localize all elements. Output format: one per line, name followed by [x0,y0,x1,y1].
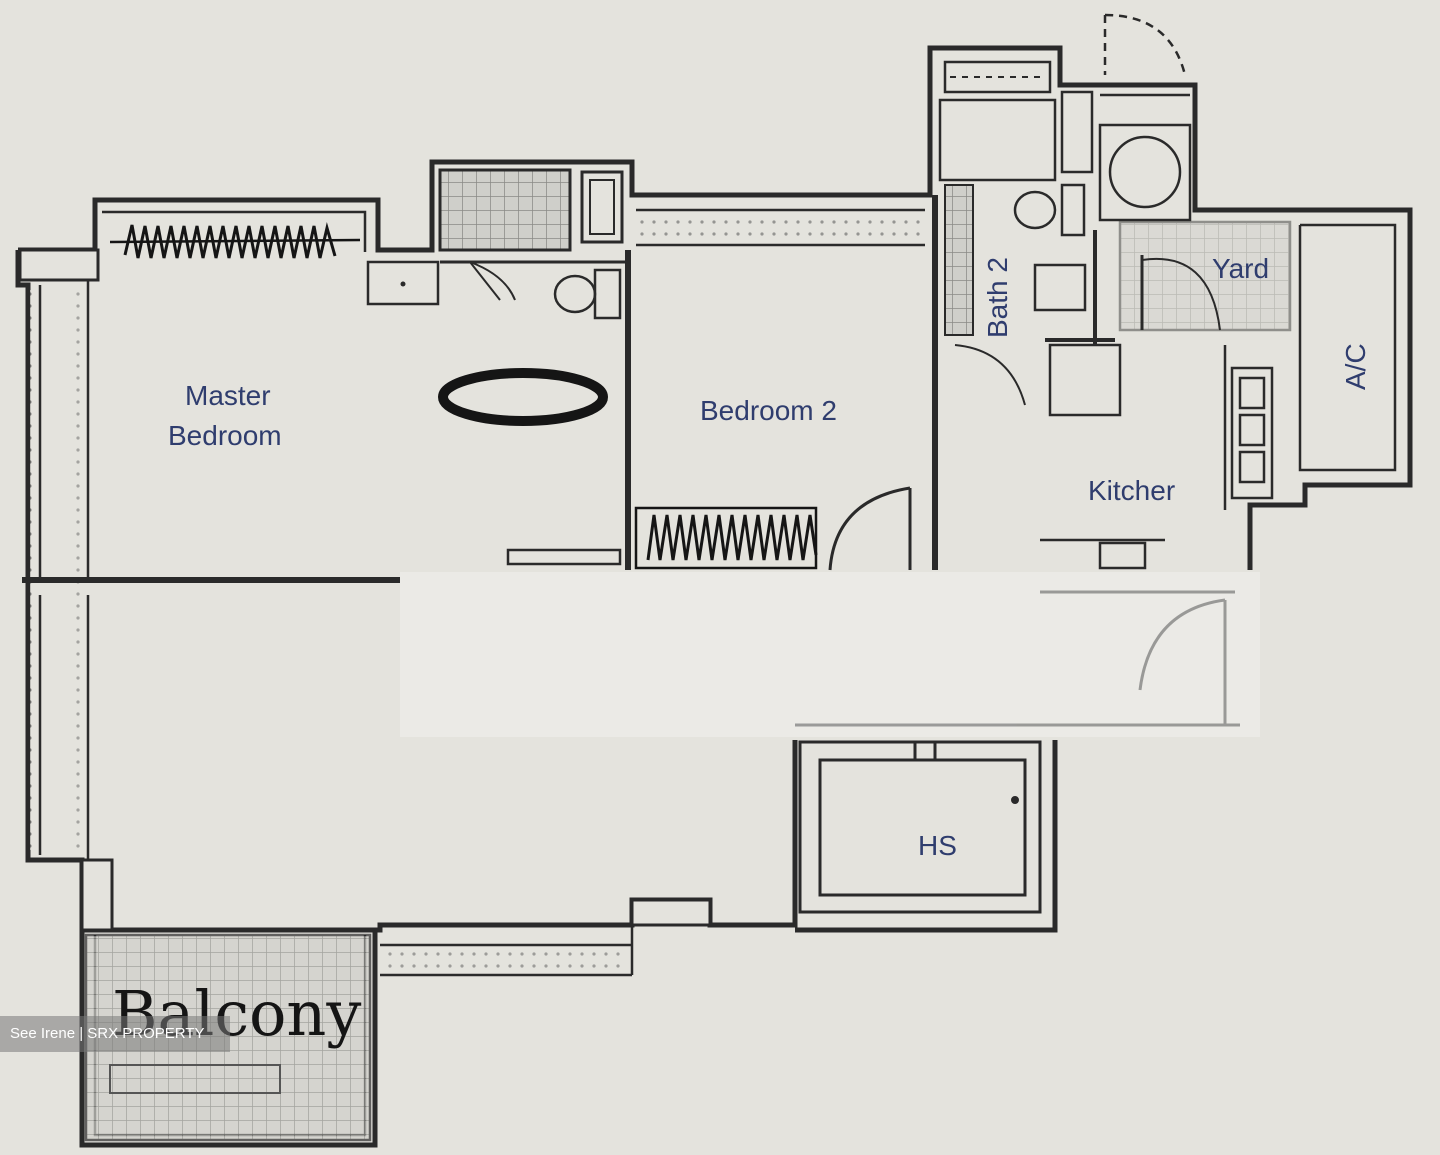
bedroom2-door [828,195,938,571]
bedroom2-wardrobe-scribble [634,506,818,570]
bath-2 [938,60,1115,406]
bath-2-label: Bath 2 [982,257,1013,338]
bedroom-2-label: Bedroom 2 [700,395,837,426]
kitchen-label: Kitcher [1088,475,1175,506]
blurred-band [400,572,1260,737]
service-area [1098,13,1192,222]
master-bedroom-label-line1: Master [185,380,271,411]
household-shelter [798,740,1042,914]
master-bedroom-label-line2: Bedroom [168,420,282,451]
master-bath [366,168,631,570]
ac-label: A/C [1340,343,1371,390]
yard-label: Yard [1212,253,1269,284]
band-door [795,590,1240,727]
kitchen-fixtures [1040,343,1274,570]
dotted-wall-fill [30,214,922,972]
yard [1118,220,1292,332]
master-wardrobe-scribble [109,222,361,259]
watermark: See Irene | SRX PROPERTY [0,1016,230,1052]
circled-mark [438,368,608,426]
hs-label: HS [918,830,957,861]
